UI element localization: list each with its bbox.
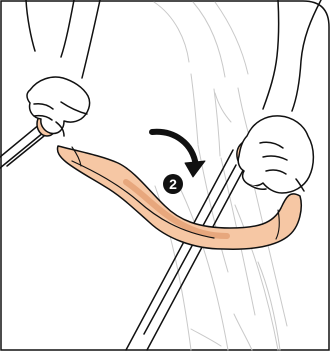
left-arm: [26, 0, 100, 78]
right-hand: [238, 116, 313, 193]
step-number-icon: 2: [163, 174, 183, 194]
right-arm: [263, 0, 321, 111]
curved-arrow-icon: [152, 132, 205, 177]
step-number: 2: [169, 176, 177, 192]
